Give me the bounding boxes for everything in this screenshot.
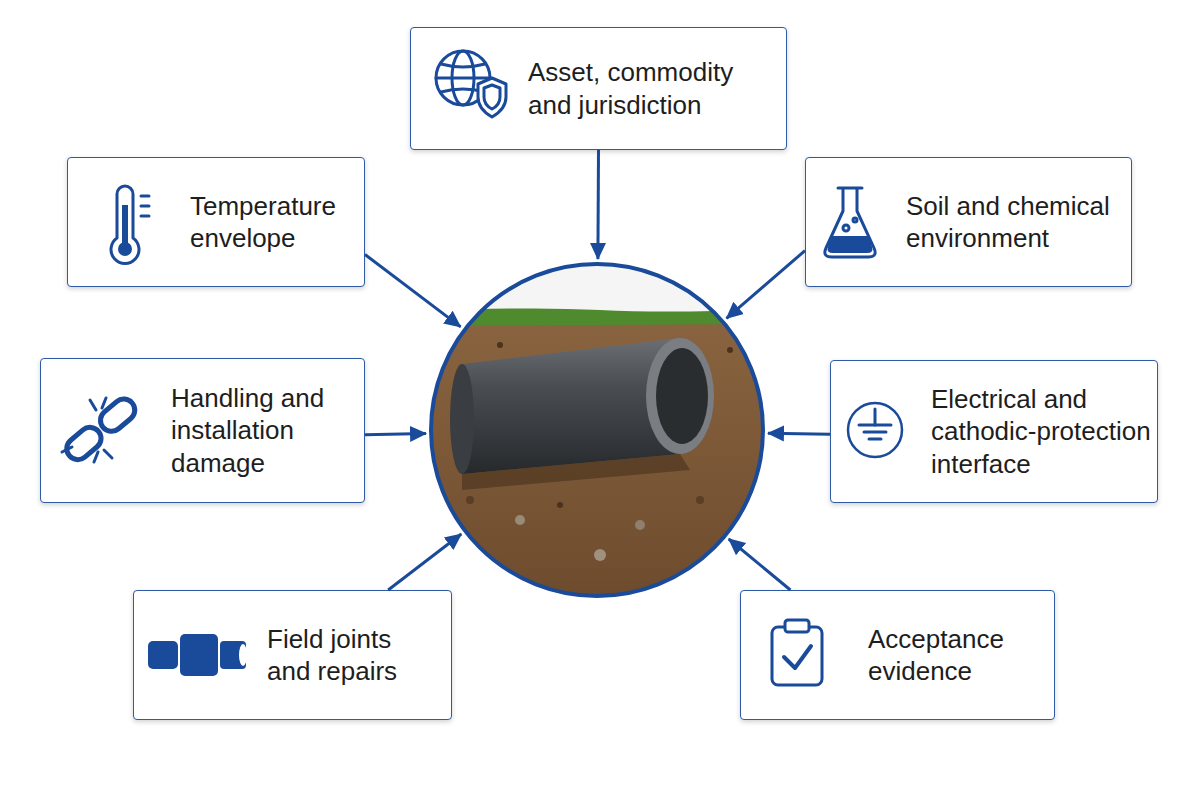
pipe-joint-icon: [148, 641, 178, 669]
soil-pebble: [466, 496, 474, 504]
soil-cross-section: [420, 316, 780, 616]
soil-pebble: [557, 502, 563, 508]
influence-arrow: [365, 255, 461, 327]
globe-equator: [436, 77, 490, 80]
box-label: Asset, commodity and jurisdiction: [528, 56, 766, 121]
flask-icon: [825, 188, 875, 257]
box-label: Electrical and cathodic-protection inter…: [931, 383, 1152, 481]
chain-link: [96, 395, 139, 436]
pipe-joint-collar: [180, 634, 218, 676]
clipboard-icon: [772, 627, 822, 685]
flask-bubble: [843, 225, 849, 231]
soil-pebble: [727, 347, 733, 353]
box-label: Acceptance evidence: [868, 623, 1034, 688]
globe-icon: [436, 51, 490, 105]
shield-icon: [478, 78, 506, 117]
soil-pebble: [594, 549, 606, 561]
thermometer-icon: [111, 186, 139, 263]
factor-box: Field joints and repairs: [133, 590, 452, 720]
influence-arrow: [365, 434, 426, 435]
pipe-end: [450, 364, 474, 474]
pipe-opening-rim: [646, 338, 714, 454]
factor-box: Temperature envelope: [67, 157, 365, 287]
check-mark: [784, 646, 811, 668]
influence-arrow: [726, 251, 805, 319]
break-mark: [94, 452, 98, 462]
break-mark: [90, 400, 96, 410]
box-label: Handling and installation damage: [171, 382, 349, 480]
influence-arrow: [596, 150, 600, 259]
break-mark: [102, 398, 106, 408]
influence-arrow: [729, 539, 791, 590]
ground-line: [859, 424, 891, 427]
pipe-opening: [656, 348, 708, 444]
clipboard-clip: [785, 620, 809, 632]
influence-arrow: [768, 433, 830, 434]
box-label: Temperature envelope: [190, 190, 349, 255]
thermometer-tick: [141, 205, 149, 208]
focus-circle: [429, 262, 765, 598]
box-label: Soil and chemical environment: [906, 190, 1121, 255]
factor-box: Soil and chemical environment: [805, 157, 1132, 287]
soil-pebble: [497, 342, 503, 348]
shield-inner: [484, 85, 500, 109]
chain-link: [62, 423, 105, 464]
thermometer-bulb: [118, 242, 132, 256]
break-mark: [62, 447, 72, 452]
factor-box: Acceptance evidence: [740, 590, 1055, 720]
sky-background: [420, 255, 780, 615]
factor-box: Asset, commodity and jurisdiction: [410, 27, 787, 150]
pipe-joint-segment: [220, 641, 246, 669]
thermometer-mercury: [122, 205, 128, 247]
soil-pebble: [515, 515, 525, 525]
globe-latitude: [441, 64, 485, 67]
flask-bubble: [853, 218, 857, 222]
ground-line: [864, 431, 886, 434]
ground-line: [869, 438, 881, 441]
pipe-shadow: [462, 454, 690, 490]
box-label: Field joints and repairs: [267, 623, 426, 688]
soil-pebble: [635, 520, 645, 530]
thermometer-tick: [141, 215, 149, 218]
flask-liquid: [828, 236, 873, 253]
factor-box: Handling and installation damage: [40, 358, 365, 503]
circle-outline: [429, 262, 765, 598]
ground-icon: [848, 403, 902, 457]
circle-outline: [431, 264, 763, 596]
globe-latitude: [441, 89, 485, 92]
factor-box: Electrical and cathodic-protection inter…: [830, 360, 1158, 503]
soil-pebble: [696, 496, 704, 504]
influence-arrow: [388, 534, 461, 590]
break-mark: [104, 450, 112, 458]
pipe-joint-bore: [239, 644, 247, 666]
thermometer-tick: [141, 195, 149, 198]
ground-stem: [874, 409, 877, 425]
globe-meridian: [452, 51, 474, 105]
